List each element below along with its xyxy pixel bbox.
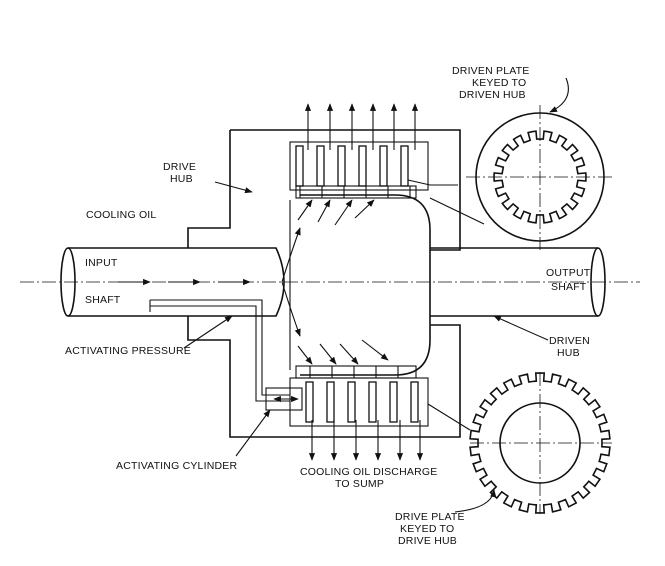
drive-plate-label-1: DRIVE PLATE bbox=[395, 511, 465, 523]
activating-cylinder-label: ACTIVATING CYLINDER bbox=[116, 460, 237, 472]
labels: DRIVEN PLATE KEYED TO DRIVEN HUB DRIVE H… bbox=[65, 65, 591, 547]
shaft-right-label: SHAFT bbox=[551, 281, 587, 293]
driven-plate-label-2: KEYED TO bbox=[472, 77, 526, 89]
cooling-oil-label: COOLING OIL bbox=[86, 209, 156, 221]
driven-hub-label-2: HUB bbox=[557, 347, 580, 359]
driven-hub-label-1: DRIVEN bbox=[549, 335, 590, 347]
output-label: OUTPUT bbox=[546, 267, 591, 279]
leader-lines bbox=[183, 77, 569, 513]
drive-hub-label-1: DRIVE bbox=[163, 161, 196, 173]
drive-hub-housing bbox=[187, 129, 461, 438]
drive-plate-detail bbox=[469, 372, 612, 514]
drive-hub-label-2: HUB bbox=[170, 173, 193, 185]
drive-plate-label-2: KEYED TO bbox=[400, 523, 454, 535]
driven-plate-label-3: DRIVEN HUB bbox=[459, 89, 526, 101]
upper-plate-pack bbox=[289, 141, 458, 199]
upper-discharge-arrows bbox=[304, 103, 419, 150]
lower-discharge-arrows bbox=[308, 420, 424, 461]
oil-flow-arrows bbox=[118, 199, 389, 365]
drive-plate-label-3: DRIVE HUB bbox=[398, 535, 457, 547]
cooling-discharge-label-2: TO SUMP bbox=[335, 478, 384, 490]
driven-plate-label-1: DRIVEN PLATE bbox=[452, 65, 529, 77]
driven-plate-detail bbox=[466, 105, 614, 250]
input-shaft bbox=[60, 247, 290, 402]
activating-pressure-label: ACTIVATING PRESSURE bbox=[65, 345, 191, 357]
shaft-left-label: SHAFT bbox=[85, 294, 121, 306]
lower-plate-pack bbox=[265, 365, 429, 427]
cooling-discharge-label-1: COOLING OIL DISCHARGE bbox=[300, 466, 437, 478]
input-label: INPUT bbox=[85, 257, 118, 269]
